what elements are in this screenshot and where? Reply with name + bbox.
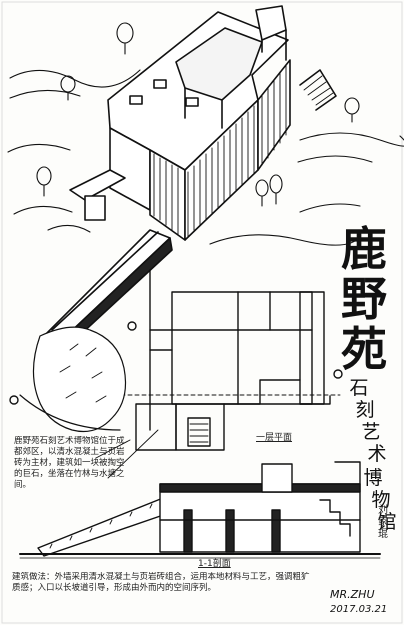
floor-plan — [9, 269, 343, 451]
subtitle-char-3: 艺 — [361, 421, 381, 443]
title-char-1: 鹿 — [341, 222, 387, 276]
title-char-3: 苑 — [341, 322, 387, 376]
landscape-lines — [7, 69, 404, 246]
architect-name: 刘家琨 — [378, 505, 388, 540]
subtitle-char-4: 术 — [367, 443, 387, 465]
section-label: 1-1剖面 — [198, 559, 231, 569]
section-drawing — [19, 461, 381, 559]
axonometric-view — [44, 5, 337, 349]
floor-plan-label: 一层平面 — [256, 433, 293, 443]
title-char-2: 野 — [341, 272, 387, 326]
subtitle-char-6: 物 — [371, 489, 391, 511]
leader-lines — [95, 429, 159, 479]
site-pond — [19, 326, 127, 433]
site-note: 鹿野苑石刻艺术博物馆位于成都郊区，以清水混凝土与页岩砖为主材，建筑如一块被掏空的… — [14, 436, 125, 490]
subtitle-char-5: 博 — [363, 467, 383, 489]
subtitle-char-7: 馆 — [377, 511, 397, 533]
subtitle-char-1: 石 — [349, 377, 369, 399]
signature-name: MR.ZHU — [330, 588, 375, 601]
signature-date: 2017.03.21 — [330, 604, 388, 615]
tree-sketches — [36, 22, 360, 207]
subtitle-char-2: 刻 — [355, 399, 375, 421]
bottom-note: 建筑做法：外墙采用清水混凝土与页岩砖组合，运用本地材料与工艺，强调粗犷质感；入口… — [12, 572, 310, 593]
